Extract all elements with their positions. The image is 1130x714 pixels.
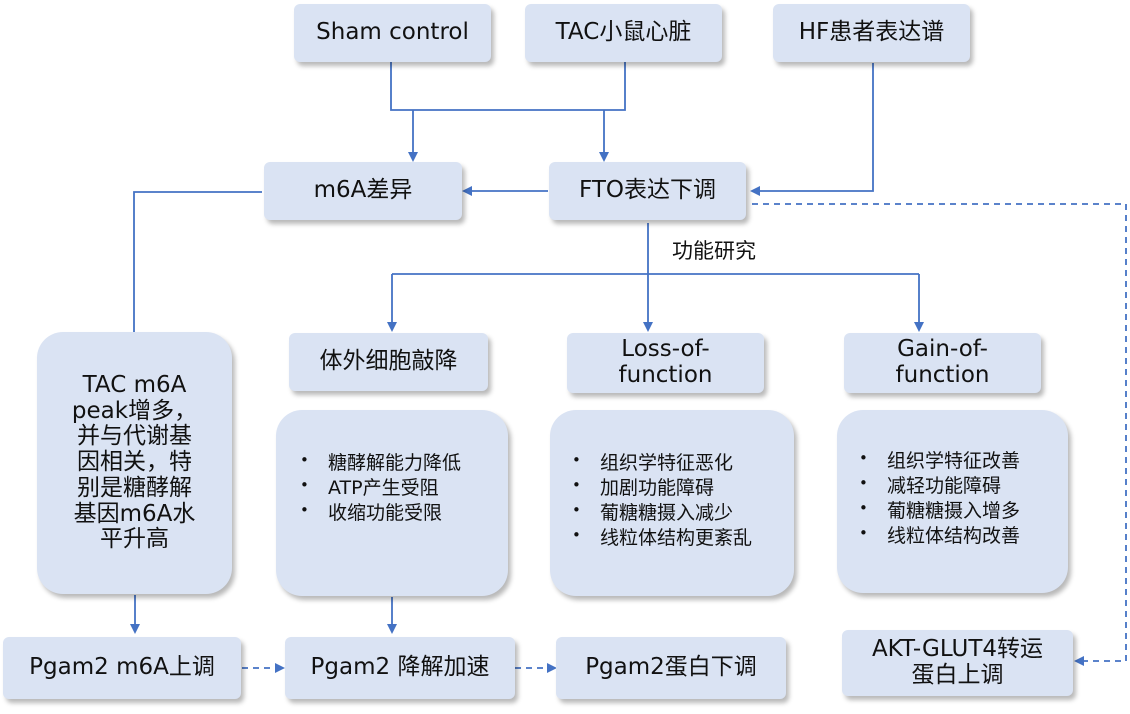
gain-of-function-title: Gain-of- function — [895, 336, 990, 388]
loss-of-function-box: Loss-of- function — [567, 333, 764, 393]
list-item: 减轻功能障碍 — [859, 474, 1068, 499]
list-item: 组织学特征恶化 — [572, 451, 794, 476]
tac-m6a-finding-box: TAC m6A peak增多， 并与代谢基 因相关，特 别是糖酵解 基因m6A水… — [37, 332, 232, 594]
gain-results-box: 组织学特征改善 减轻功能障碍 葡糖糖摄入增多 线粒体结构改善 — [837, 410, 1068, 593]
loss-results-list: 组织学特征恶化 加剧功能障碍 葡糖糖摄入减少 线粒体结构更紊乱 — [572, 451, 794, 551]
fto-to-akt-dashed-arrow — [752, 203, 1127, 666]
list-item: 葡糖糖摄入减少 — [572, 501, 794, 526]
gain-of-function-box: Gain-of- function — [844, 333, 1041, 393]
hf-profile-label: HF患者表达谱 — [798, 19, 945, 46]
akt-glut4-box: AKT-GLUT4转运 蛋白上调 — [842, 630, 1073, 696]
tac-heart-box: TAC小鼠心脏 — [525, 4, 722, 62]
m6a-difference-label: m6A差异 — [313, 177, 413, 204]
list-item: 线粒体结构更紊乱 — [572, 526, 794, 551]
knockdown-title-box: 体外细胞敲降 — [289, 333, 488, 391]
pgam2-m6a-up-box: Pgam2 m6A上调 — [3, 637, 241, 699]
gain-results-list: 组织学特征改善 减轻功能障碍 葡糖糖摄入增多 线粒体结构改善 — [859, 449, 1068, 549]
m6a-to-left-connector — [133, 191, 262, 332]
list-item: 线粒体结构改善 — [859, 524, 1068, 549]
sham-connector — [390, 62, 626, 111]
hf-to-fto-arrow — [750, 63, 874, 196]
knockdown-results-box: 糖酵解能力降低 ATP产生受阻 收缩功能受限 — [276, 410, 508, 596]
akt-glut4-label: AKT-GLUT4转运 蛋白上调 — [871, 636, 1044, 688]
fto-downregulation-box: FTO表达下调 — [549, 162, 746, 220]
functional-study-label: 功能研究 — [672, 239, 756, 263]
sham-control-label: Sham control — [316, 19, 469, 46]
pgam2-protein-down-box: Pgam2蛋白下调 — [556, 637, 786, 699]
list-item: 糖酵解能力降低 — [300, 451, 508, 476]
list-item: 组织学特征改善 — [859, 449, 1068, 474]
loss-of-function-title: Loss-of- function — [618, 336, 713, 388]
list-item: ATP产生受阻 — [300, 476, 508, 501]
pgam2-degradation-label: Pgam2 降解加速 — [310, 654, 490, 681]
tac-heart-label: TAC小鼠心脏 — [555, 19, 692, 46]
fto-downregulation-label: FTO表达下调 — [579, 177, 716, 204]
pgam2-degradation-box: Pgam2 降解加速 — [285, 637, 515, 699]
pgam2-m6a-up-label: Pgam2 m6A上调 — [29, 654, 215, 681]
knockdown-title: 体外细胞敲降 — [319, 348, 458, 375]
list-item: 加剧功能障碍 — [572, 476, 794, 501]
hf-profile-box: HF患者表达谱 — [773, 4, 970, 62]
m6a-difference-box: m6A差异 — [264, 162, 462, 220]
pgam2-protein-down-label: Pgam2蛋白下调 — [585, 654, 757, 681]
sham-control-box: Sham control — [294, 4, 491, 62]
tac-m6a-finding-text: TAC m6A peak增多， 并与代谢基 因相关，特 别是糖酵解 基因m6A水… — [71, 371, 198, 553]
loss-results-box: 组织学特征恶化 加剧功能障碍 葡糖糖摄入减少 线粒体结构更紊乱 — [550, 410, 794, 596]
knockdown-results-list: 糖酵解能力降低 ATP产生受阻 收缩功能受限 — [300, 451, 508, 526]
list-item: 收缩功能受限 — [300, 501, 508, 526]
list-item: 葡糖糖摄入增多 — [859, 499, 1068, 524]
